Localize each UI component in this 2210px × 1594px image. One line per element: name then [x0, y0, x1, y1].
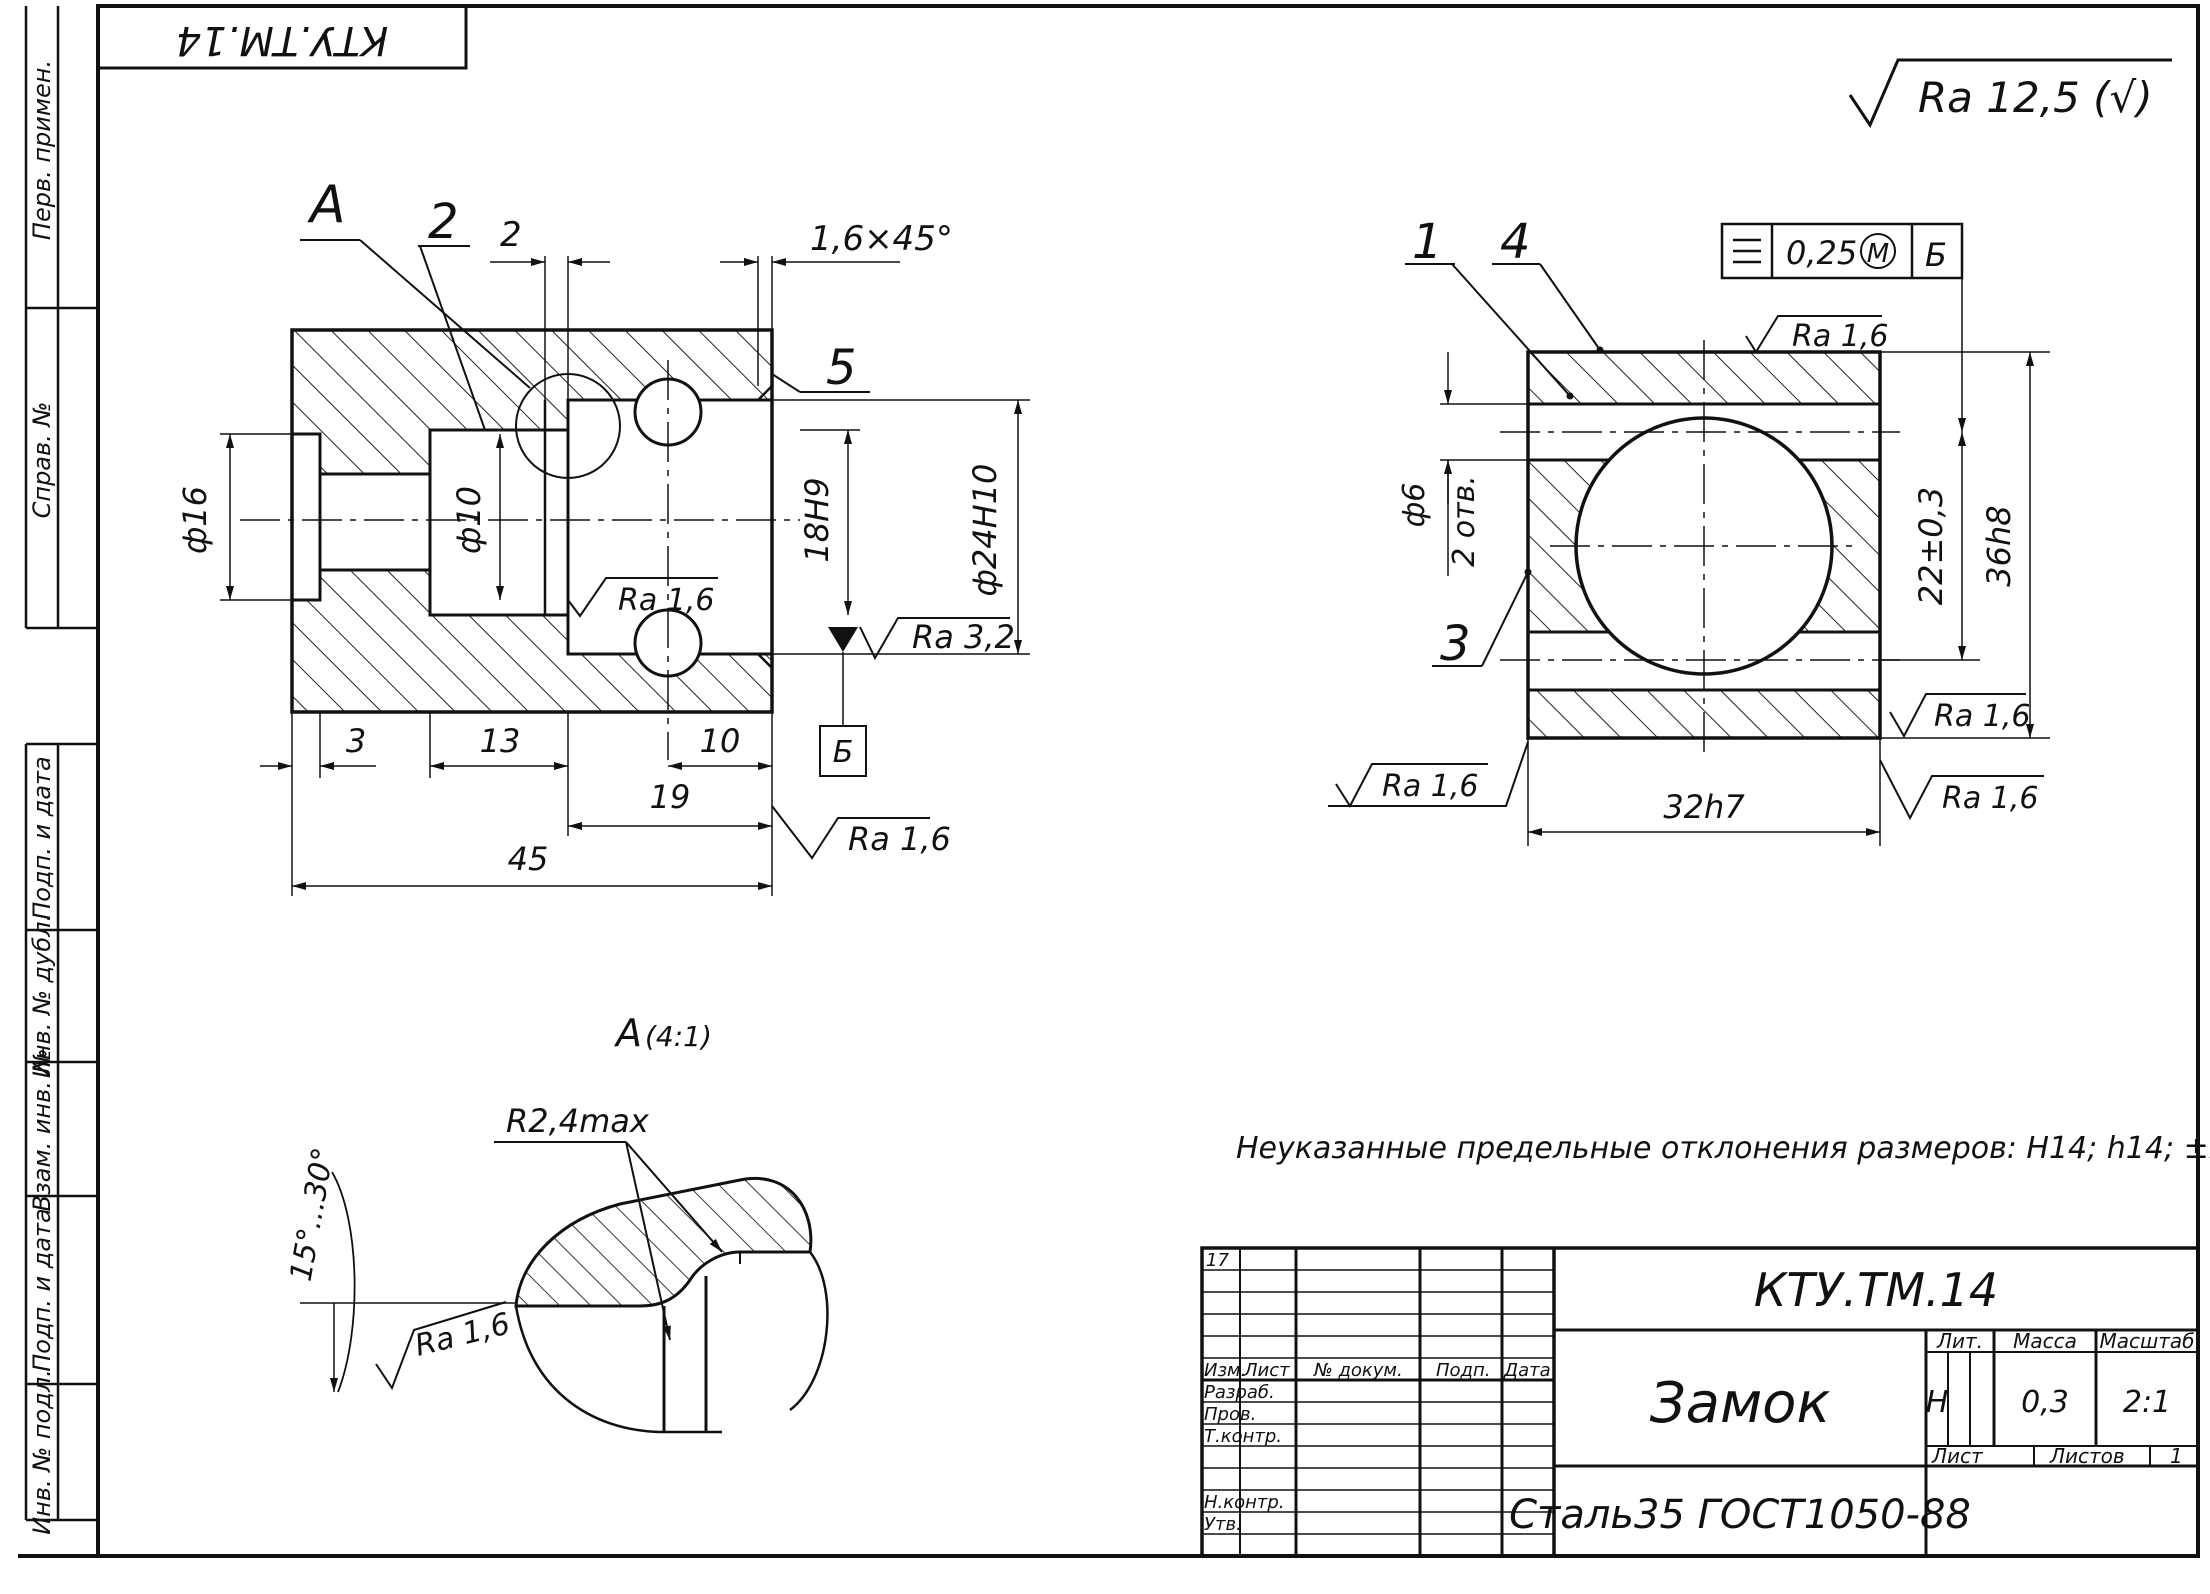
right-dim-22: 22±0,3 [1912, 487, 1950, 605]
right-ra-right-bottom: Ra 1,6 [1942, 781, 2038, 816]
tb-row-tkontr: Т.контр. [1204, 1426, 1282, 1447]
tb-name: Замок [1650, 1371, 1831, 1436]
tb-massa-label: Масса [2013, 1329, 2077, 1353]
right-leader-3: 3 [1440, 616, 1471, 672]
tb-row-prov: Пров. [1204, 1404, 1256, 1425]
left-dim-3: 3 [346, 722, 366, 760]
side-podp-data-2: Подп. и дата [28, 1208, 56, 1372]
left-dia-24: ф24H10 [966, 464, 1004, 597]
tolerance-mod: M [1867, 239, 1889, 269]
left-ra-right: Ra 3,2 [912, 618, 1015, 656]
tb-col-data: Дата [1503, 1360, 1551, 1381]
tolerance-datum: Б [1925, 236, 1947, 274]
left-dim-13: 13 [480, 722, 521, 760]
left-section-letter: А [307, 175, 346, 235]
mmc-circle-icon [1860, 233, 1896, 269]
right-ra-left-bottom: Ra 1,6 [1382, 769, 1478, 804]
tb-row-razrab: Разраб. [1204, 1382, 1275, 1403]
left-ra-bottom: Ra 1,6 [848, 820, 951, 858]
left-dia-16: ф16 [176, 486, 214, 554]
tb-masshtab-value: 2:1 [2123, 1385, 2171, 1420]
side-inv-no-podl: Инв. № подл. [28, 1369, 56, 1535]
tb-sheet-no: 17 [1206, 1250, 1229, 1271]
side-podp-data-1: Подп. и дата [28, 756, 56, 920]
tb-massa-value: 0,3 [2021, 1385, 2069, 1420]
right-view: 1 4 3 0,25 M Б Ra 1,6 ф6 2 отв. [1328, 214, 2050, 846]
tb-material: Сталь35 ГОСТ1050-88 [1509, 1492, 1971, 1538]
tb-col-list: Лист [1243, 1360, 1290, 1381]
top-stamp-code: КТУ.ТМ.14 [176, 17, 388, 63]
general-note: Неуказанные предельные отклонения размер… [1236, 1131, 2210, 1166]
general-surface-finish: Ra 12,5 (√) [1848, 58, 2172, 129]
left-dim-2: 2 [500, 215, 522, 255]
top-stamp-box [96, 4, 468, 70]
tb-listov-label: Листов [2049, 1444, 2125, 1468]
left-dia-10: ф10 [450, 486, 488, 554]
tb-list-label: Лист [1931, 1444, 1984, 1468]
left-dim-19: 19 [650, 778, 691, 816]
side-perv-primen: Перв. примен. [28, 60, 56, 240]
right-ra-right: Ra 1,6 [1934, 699, 2030, 734]
tb-masshtab-label: Масштаб [2099, 1329, 2194, 1353]
tb-col-izm: Изм. [1204, 1360, 1246, 1381]
tb-row-nkontr: Н.контр. [1204, 1492, 1285, 1513]
detail-scale: (4:1) [645, 1020, 712, 1053]
detail-angle: 15°...30° [284, 1145, 342, 1284]
tb-col-podp: Подп. [1436, 1360, 1490, 1381]
tb-code: КТУ.ТМ.14 [1754, 1263, 1998, 1317]
right-dim-32: 32h7 [1663, 788, 1745, 826]
left-datum-box [819, 725, 867, 777]
right-leader-4: 4 [1500, 214, 1531, 270]
side-inv-no-dubl: Инв. № дубл. [28, 914, 56, 1078]
left-leader-5: 5 [826, 340, 857, 396]
tb-listov-value: 1 [2170, 1444, 2183, 1468]
left-ra-inner: Ra 1,6 [618, 583, 714, 618]
left-bore-18: 18H9 [798, 477, 836, 562]
right-ra-top: Ra 1,6 [1792, 319, 1888, 354]
right-holes-2: 2 отв. [1447, 475, 1482, 567]
tolerance-value: 0,25 [1786, 234, 1857, 272]
left-chamfer: 1,6×45° [810, 219, 953, 259]
left-dim-10: 10 [700, 722, 741, 760]
side-column: Перв. примен. Справ. № Подп. и дата Инв.… [24, 6, 98, 1535]
detail-radius: R2,4max [506, 1102, 650, 1140]
right-leader-1: 1 [1412, 214, 1443, 270]
tb-lit-label: Лит. [1936, 1329, 1983, 1353]
right-dia-6: ф6 [1397, 483, 1432, 528]
left-datum-letter: Б [833, 735, 854, 770]
side-sprav-no: Справ. № [28, 402, 56, 519]
detail-view: А (4:1) R2,4max 15°...30° Ra 1,6 [284, 1011, 829, 1434]
title-block: 17 Изм. Лист № докум. Подп. Дата Разраб.… [1200, 1246, 2200, 1558]
sheet-frame [96, 4, 2200, 1558]
left-section-view: А 2 2 1,6×45° 5 ф16 ф10 18H9 [176, 175, 1030, 896]
right-dim-36: 36h8 [1980, 505, 2018, 586]
tb-lit-value: Н [1926, 1385, 1949, 1420]
tb-col-doc: № докум. [1313, 1360, 1403, 1381]
left-dim-45: 45 [508, 840, 549, 878]
detail-title: А [613, 1011, 642, 1055]
side-vzam-inv-no: Взам. инв. № [28, 1049, 56, 1212]
tb-row-utv: Утв. [1204, 1514, 1242, 1535]
general-ra-text: Ra 12,5 (√) [1918, 73, 2153, 122]
left-leader-2: 2 [428, 194, 459, 250]
